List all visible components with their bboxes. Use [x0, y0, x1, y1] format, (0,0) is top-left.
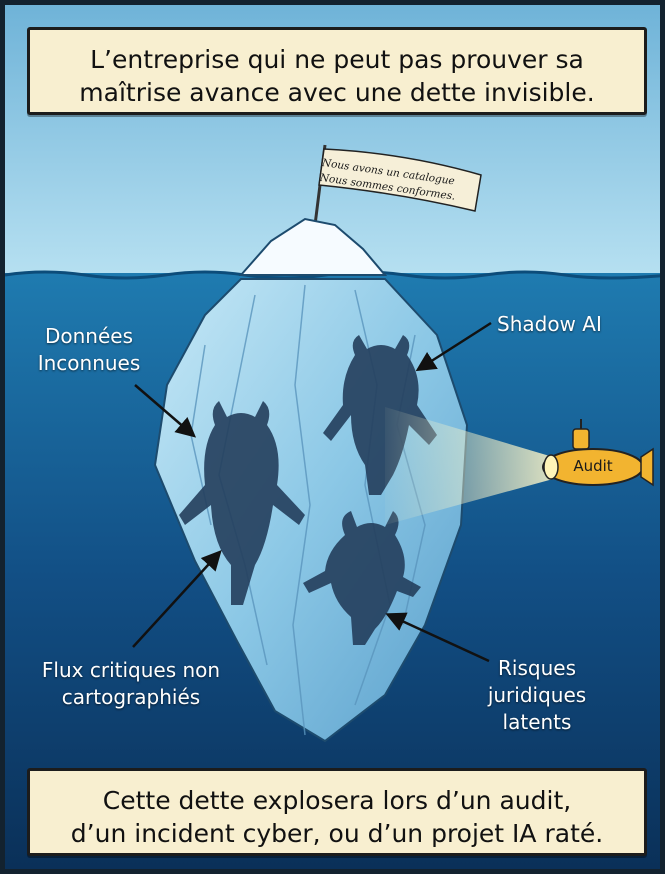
label-risques-line-3: latents [502, 710, 572, 734]
header-banner: L’entreprise qui ne peut pas prouver sa … [27, 27, 647, 115]
iceberg-scene [5, 5, 660, 869]
label-flux-critiques: Flux critiques non cartographiés [31, 657, 231, 711]
label-flux-line-1: Flux critiques non [41, 658, 221, 682]
arrow-shadow-ai [415, 321, 492, 372]
label-risques-line-1: Risques [498, 656, 576, 680]
monster-icon [303, 511, 421, 645]
label-shadow-ai-text: Shadow AI [497, 312, 602, 336]
arrow-risques [385, 612, 490, 663]
label-donnees-line-1: Données [44, 324, 134, 348]
iceberg-tip [238, 217, 388, 276]
header-line-2: maîtrise avance avec une dette invisible… [79, 78, 595, 107]
arrow-flux [132, 550, 222, 648]
monster-icon [179, 401, 305, 605]
header-line-1: L’entreprise qui ne peut pas prouver sa [90, 45, 584, 74]
flag-icon [318, 148, 482, 212]
label-risques-juridiques: Risques juridiques latents [477, 655, 597, 736]
arrow-donnees [134, 384, 197, 438]
searchlight-beam [385, 407, 553, 525]
label-donnees-line-2: Inconnues [37, 351, 141, 375]
footer-line-1: Cette dette explosera lors d’un audit, [102, 786, 572, 815]
label-risques-line-2: juridiques [487, 683, 587, 707]
footer-line-2: d’un incident cyber, ou d’un projet IA r… [70, 819, 604, 848]
submarine-icon [542, 419, 654, 487]
monster-icon [323, 335, 437, 495]
submarine-label: Audit [573, 457, 613, 475]
label-flux-line-2: cartographiés [61, 685, 201, 709]
label-donnees-inconnues: Données Inconnues [29, 323, 149, 377]
footer-banner: Cette dette explosera lors d’un audit, d… [27, 768, 647, 856]
label-shadow-ai: Shadow AI [497, 311, 602, 338]
